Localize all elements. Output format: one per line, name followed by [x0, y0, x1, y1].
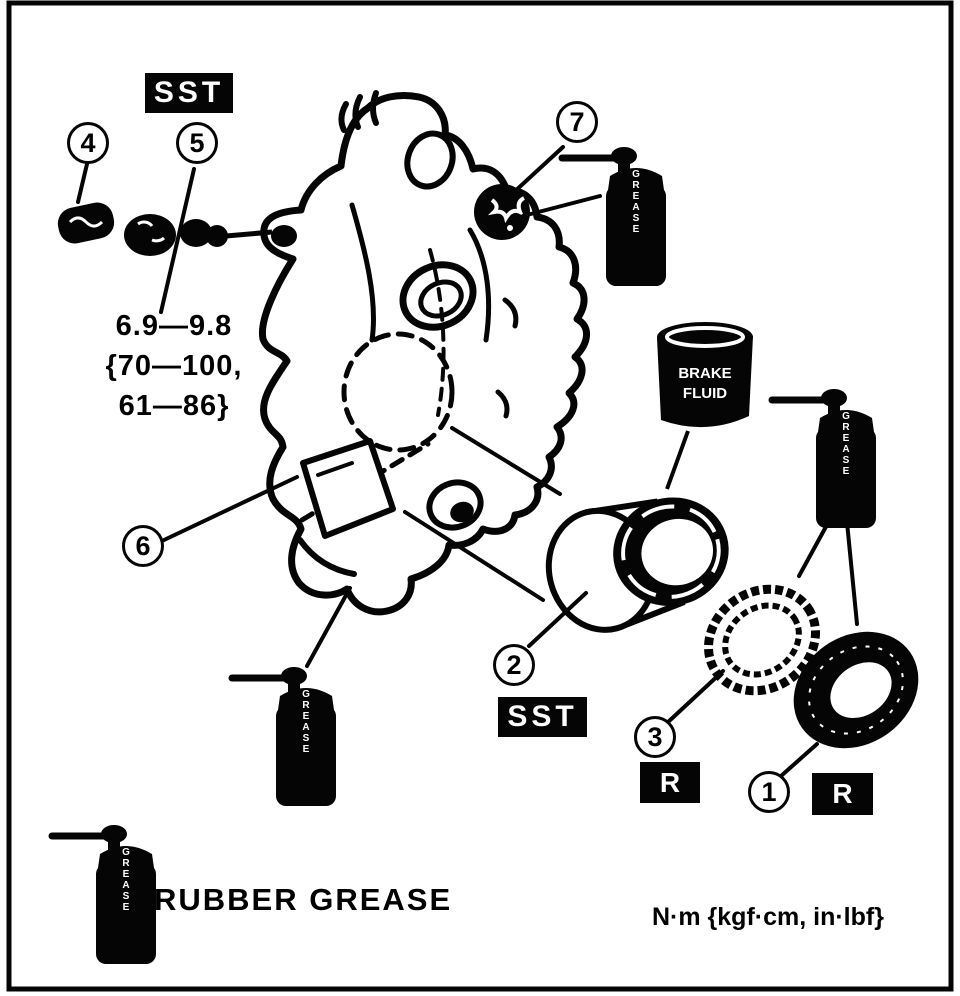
body-bump-detail-2 [495, 389, 510, 419]
callout-6: 6 [122, 525, 164, 567]
callout-7: 7 [556, 101, 598, 143]
caliper-ring-opening-outer [399, 261, 477, 331]
sst-box-bottom: SST [498, 697, 587, 737]
callout-5: 5 [176, 122, 218, 164]
page-border [6, 0, 954, 992]
grease-leader-seal [797, 510, 836, 578]
dust-boot-part [793, 631, 919, 749]
hidden-bore-dashed [341, 331, 455, 453]
grease-leader-boot [844, 510, 859, 626]
sst-box-top: SST [145, 73, 233, 113]
leader-lines [76, 145, 859, 778]
grease-bottle-top-right: GREASE [562, 147, 666, 286]
rubber-grease-legend: RUBBER GREASE [154, 882, 453, 917]
plug-grease-leader [521, 194, 602, 218]
bleeder-hole [271, 225, 297, 247]
bleeder-screw-part [124, 214, 273, 256]
boss-face-ellipse [404, 130, 456, 190]
caliper-ring-opening-inner [418, 279, 464, 319]
units-note: N·m {kgf·cm, in·lbf} [652, 903, 884, 931]
plug-part [474, 184, 530, 240]
brake-fluid-can: BRAKE FLUID [657, 322, 753, 490]
grease-bottle-mid-right: GREASE [772, 389, 876, 528]
callout-1-leader [779, 742, 819, 778]
body-contour-right [467, 227, 492, 343]
brake-fluid-label-line1: BRAKE [678, 365, 731, 382]
hidden-edge-dashed [428, 248, 446, 417]
bleeder-cap-part [57, 202, 115, 244]
pad-window-detail [316, 461, 354, 477]
lug-contour [297, 537, 357, 577]
piston-part [545, 497, 729, 633]
boss-hatch-1 [338, 101, 349, 133]
boss-hatch-3 [370, 90, 379, 126]
torque-line-3: 61—86} [118, 390, 230, 422]
callout-2: 2 [493, 644, 535, 686]
grease-bottle-bottom-middle: GREASE [232, 667, 336, 806]
body-contour-left [349, 202, 377, 343]
grease-bottle-label: GREASE [841, 411, 852, 477]
grease-bottle-label: GREASE [301, 689, 312, 755]
callout-2-leader [527, 591, 588, 648]
grease-bottle-legend: GREASE [52, 825, 156, 964]
callout-7-leader [511, 145, 565, 195]
caliper-outline [258, 91, 590, 616]
boss-hatch-2 [352, 94, 363, 130]
r-box-seal: R [640, 762, 700, 803]
callout-1: 1 [748, 771, 790, 813]
brake-fluid-label-line2: FLUID [683, 385, 727, 402]
callout-4: 4 [67, 122, 109, 164]
grease-bottle-label: GREASE [121, 847, 132, 913]
callout-4-leader [76, 162, 89, 204]
bore-align-line-top [450, 426, 562, 496]
body-bump-detail-1 [502, 297, 519, 329]
torque-line-1: 6.9—9.8 [115, 310, 233, 342]
callout-5-leader [159, 167, 196, 314]
inner-boss-hole [450, 501, 474, 523]
grease-bottle-label: GREASE [631, 169, 642, 235]
callout-3: 3 [634, 716, 676, 758]
piston-seal-part [703, 584, 821, 696]
pad-window [300, 438, 396, 539]
brake-fluid-leader [665, 430, 690, 490]
callout-3-leader [665, 669, 725, 725]
bore-align-line-bottom [403, 510, 545, 602]
torque-line-2: {70—100, [105, 350, 243, 382]
callout-6-leader [162, 475, 299, 542]
torque-spec: 6.9—9.8 {70—100, 61—86} [96, 306, 252, 426]
caliper-grease-leader [305, 586, 352, 668]
r-box-boot: R [812, 773, 873, 815]
